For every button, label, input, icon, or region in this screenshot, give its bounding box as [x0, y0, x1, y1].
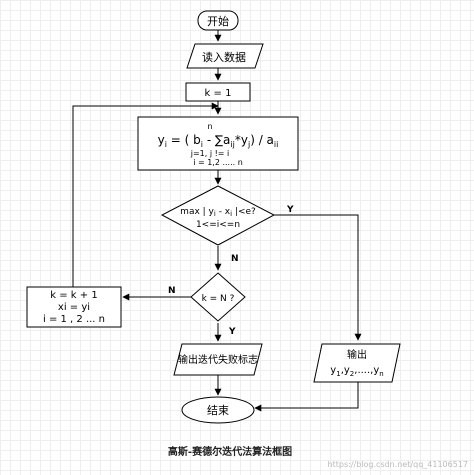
- max-iter-decision: k = N ?: [190, 272, 246, 322]
- init-node: k = 1: [185, 82, 251, 102]
- fail-output-node: 输出迭代失败标志: [173, 343, 263, 376]
- update-line3: i = 1 , 2 ... n: [43, 314, 105, 325]
- decision2-no-label: N: [168, 286, 176, 296]
- formula-node: n yi = ( bi - ∑aij*yj) / aii j=1, j != i…: [137, 116, 299, 171]
- decision1-line2: 1<=i<=n: [196, 220, 240, 230]
- decision1-no-label: N: [231, 254, 239, 264]
- start-label: 开始: [207, 14, 229, 28]
- watermark: https://blog.csdn.net/qq_41106517: [328, 460, 468, 469]
- edge-update-loop: [72, 102, 219, 287]
- decision1-yes-label: Y: [286, 205, 294, 215]
- edge-output-end: [254, 382, 359, 412]
- result-output-node: 输出 y1,y2,....,yn: [313, 343, 401, 383]
- edge-decision1-output-yes: [274, 214, 362, 341]
- formula-sub1: j=1, j != i: [190, 149, 230, 158]
- decision2-label: k = N ?: [202, 294, 235, 304]
- decision1-line1: max | yi - xi |<e?: [180, 207, 256, 218]
- read-data-label: 读入数据: [202, 50, 246, 64]
- update-node: k = k + 1 xi = yi i = 1 , 2 ... n: [26, 286, 122, 328]
- formula-main: yi = ( bi - ∑aij*yj) / aii: [158, 133, 279, 149]
- diagram-caption: 高斯-赛德尔迭代法算法框图: [168, 445, 292, 458]
- end-label: 结束: [207, 404, 229, 417]
- formula-sub2: i = 1,2 ..... n: [193, 158, 243, 167]
- convergence-decision: max | yi - xi |<e? 1<=i<=n: [160, 185, 276, 246]
- update-line1: k = k + 1: [50, 290, 97, 301]
- result-output-line1: 输出: [347, 348, 367, 361]
- decision2-yes-label: Y: [228, 327, 236, 337]
- end-node: 结束: [181, 396, 255, 424]
- connectors: [72, 30, 362, 412]
- formula-sum-top: n: [207, 122, 212, 131]
- result-output-line2: y1,y2,....,yn: [330, 365, 383, 378]
- init-label: k = 1: [205, 88, 232, 99]
- read-data-node: 读入数据: [186, 43, 264, 69]
- start-node: 开始: [197, 10, 239, 31]
- update-line2: xi = yi: [58, 302, 90, 313]
- fail-output-label: 输出迭代失败标志: [178, 353, 258, 366]
